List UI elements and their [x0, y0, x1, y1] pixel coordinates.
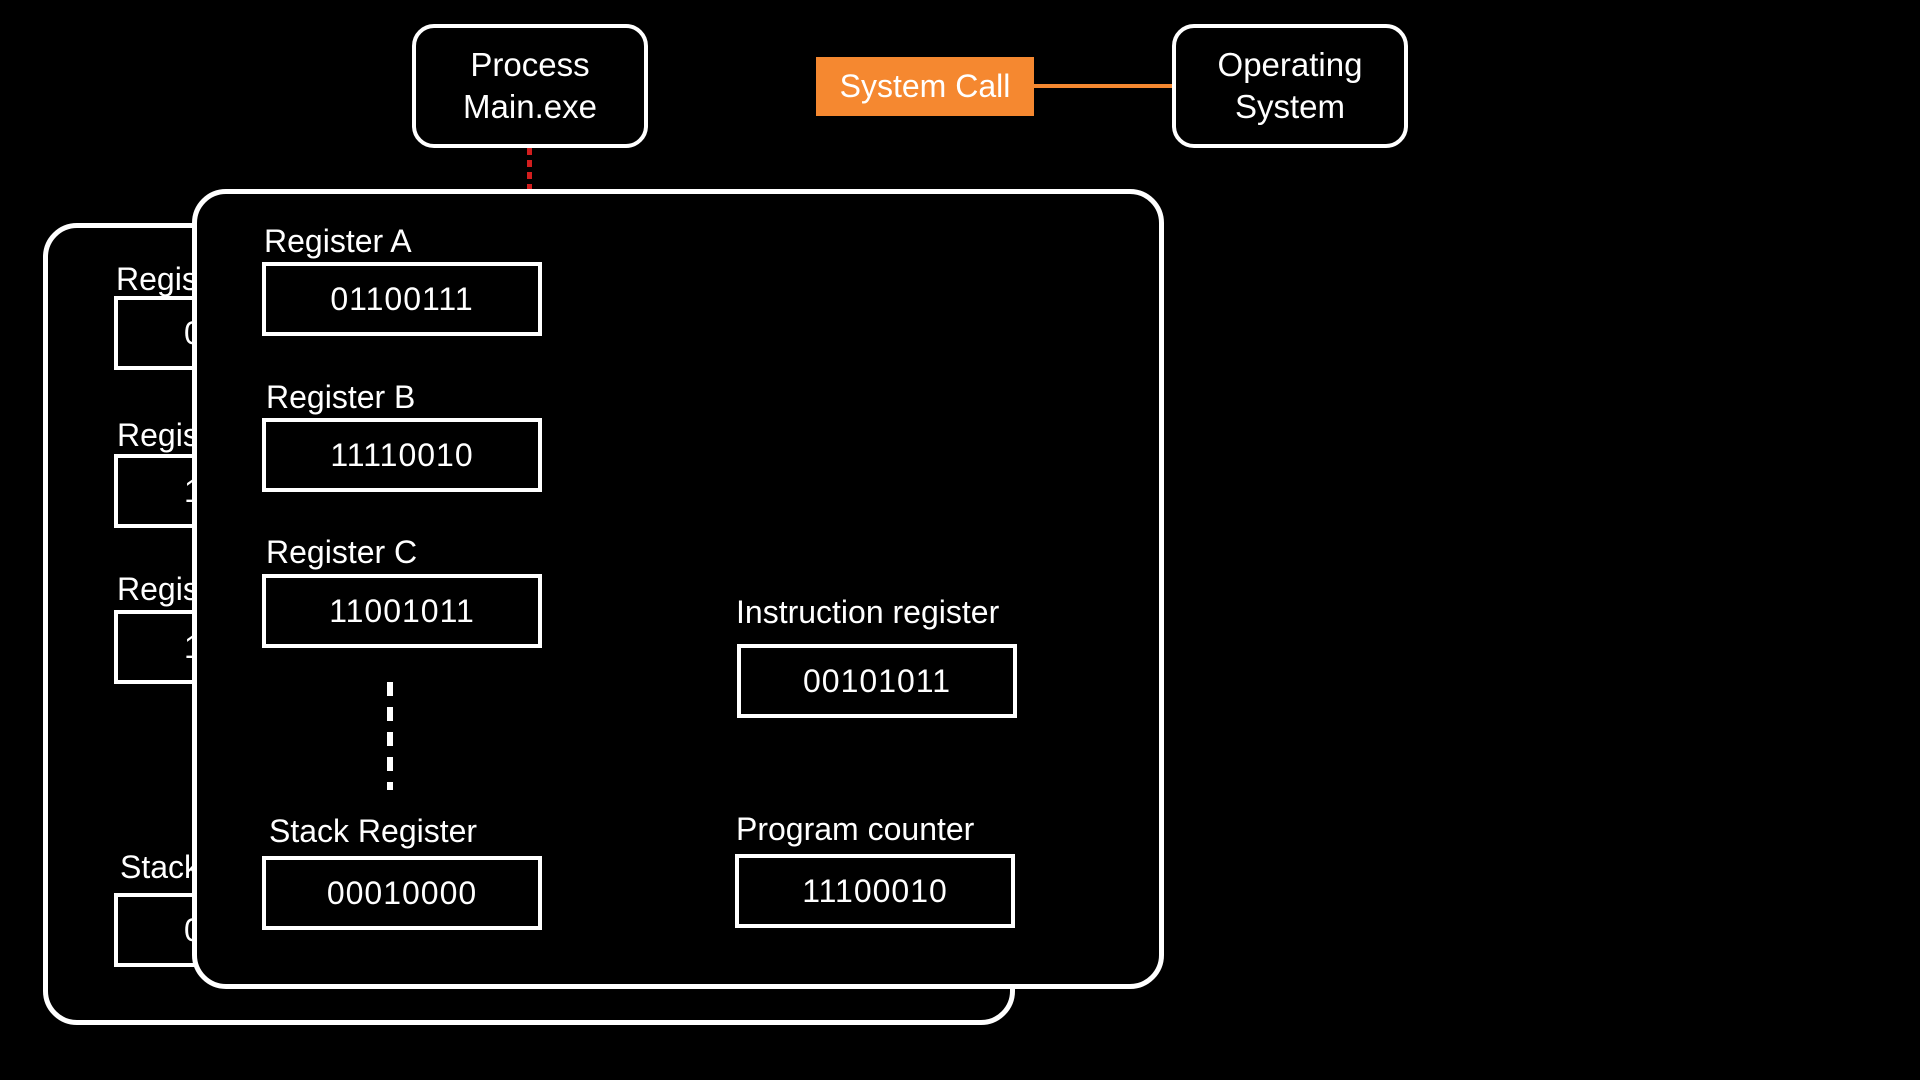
system-call-label: System Call — [816, 57, 1034, 116]
process-node-line2: Main.exe — [463, 88, 597, 125]
register-b-value: 11110010 — [262, 418, 542, 492]
process-node: Process Main.exe — [412, 24, 648, 148]
register-c-label: Register C — [266, 534, 418, 570]
stack-register-value: 00010000 — [262, 856, 542, 930]
os-node-line2: System — [1234, 88, 1346, 125]
operating-system-node: Operating System — [1172, 24, 1408, 148]
instruction-register-value: 00101011 — [737, 644, 1017, 718]
more-registers-ellipsis — [387, 682, 393, 790]
stack-register-label: Stack Register — [269, 813, 478, 849]
instruction-register-label: Instruction register — [736, 594, 1000, 630]
front-register-panel: Register A 01100111 Register B 11110010 … — [192, 189, 1164, 989]
back-register-label-3: Regis — [117, 571, 199, 607]
register-b-label: Register B — [266, 379, 416, 415]
program-counter-value: 11100010 — [735, 854, 1015, 928]
os-node-line1: Operating — [1217, 46, 1363, 83]
register-a-label: Register A — [264, 223, 412, 259]
back-stack-label: Stack — [120, 849, 201, 885]
back-register-label-2: Regis — [117, 417, 199, 453]
system-call-connector — [1034, 84, 1174, 88]
program-counter-label: Program counter — [736, 811, 975, 847]
register-c-value: 11001011 — [262, 574, 542, 648]
register-a-value: 01100111 — [262, 262, 542, 336]
back-register-label-1: Regis — [116, 261, 198, 297]
process-connector — [527, 148, 532, 190]
process-node-line1: Process — [470, 46, 590, 83]
